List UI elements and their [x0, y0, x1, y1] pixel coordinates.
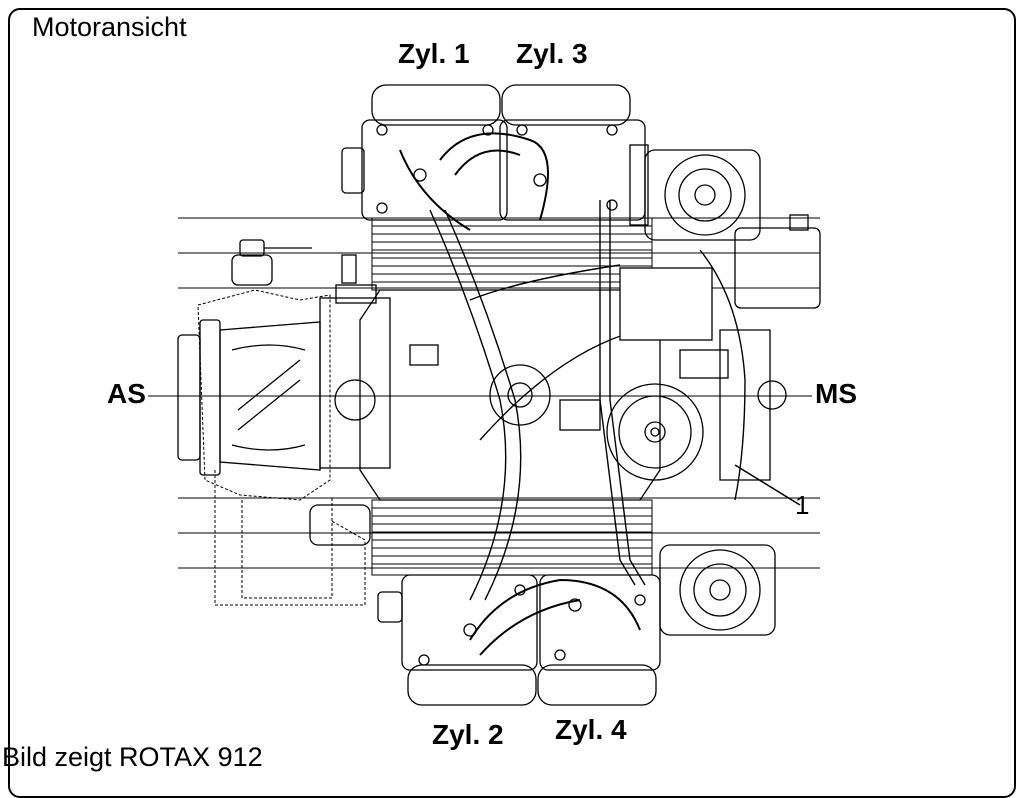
ms-side-label: MS: [815, 378, 857, 409]
carburetor-bottom: [659, 544, 776, 636]
callout-leader: [734, 464, 801, 506]
intake-manifold-top: [399, 132, 549, 231]
cylinder-head-4: [537, 574, 661, 706]
gearbox-housing: [197, 289, 366, 606]
as-side-label: AS: [107, 378, 146, 409]
crankcase: [359, 289, 661, 501]
alternator: [719, 329, 787, 481]
cylinder-head-2: [377, 574, 538, 706]
cylinders-bottom-fins: [371, 499, 653, 576]
cylinder-head-3: [499, 84, 646, 221]
water-pump: [606, 383, 704, 481]
cylinders-top-fins: [371, 217, 653, 291]
intake-manifold-bottom: [469, 578, 641, 656]
engine-drawing: [148, 84, 821, 706]
figure-title: Motoransicht: [32, 12, 187, 42]
ignition-module: [619, 267, 729, 379]
figure-caption: Bild zeigt ROTAX 912: [2, 742, 263, 772]
cylinder-2-label: Zyl. 2: [432, 719, 504, 750]
prop-flange: [177, 319, 321, 476]
vacuum-pump: [231, 239, 357, 286]
starter-motor: [734, 214, 821, 309]
callout-number: 1: [795, 490, 810, 520]
hoses: [429, 200, 746, 601]
governor-block: [309, 284, 391, 546]
cylinder-1-label: Zyl. 1: [398, 38, 470, 69]
cylinder-4-label: Zyl. 4: [555, 714, 627, 745]
carburetor-top: [629, 144, 761, 241]
cylinder-3-label: Zyl. 3: [516, 38, 588, 69]
